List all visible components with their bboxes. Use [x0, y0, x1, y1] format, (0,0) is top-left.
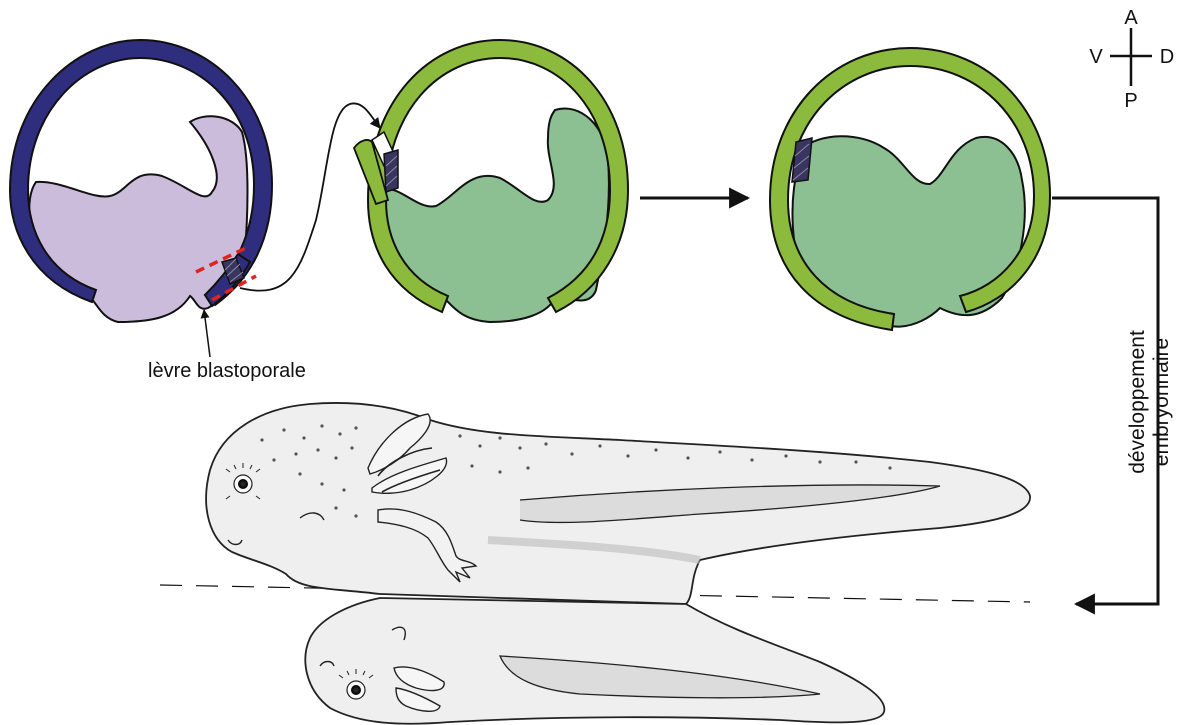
- development-label-line2: embryonnaire: [1150, 338, 1173, 466]
- conjoined-tadpole: [160, 403, 1030, 724]
- axis-label-posterior: P: [1124, 90, 1137, 112]
- donor-embryo: [10, 40, 272, 322]
- host-later-graft-fragment: [792, 138, 812, 182]
- host-embryo-grafted: [354, 40, 628, 322]
- orientation-compass: A P V D: [1089, 7, 1174, 112]
- development-label-line1: développement: [1126, 330, 1149, 474]
- axis-label-dorsal: D: [1160, 46, 1174, 68]
- host-embryo-later: [770, 48, 1050, 330]
- blastopore-lip-annotation: lèvre blastoporale: [148, 310, 306, 382]
- axis-label-anterior: A: [1124, 7, 1138, 29]
- axis-label-ventral: V: [1089, 46, 1103, 68]
- lower-tadpole-body: [305, 598, 884, 724]
- host-graft-fragment: [384, 150, 398, 192]
- blastopore-lip-label: lèvre blastoporale: [148, 360, 306, 382]
